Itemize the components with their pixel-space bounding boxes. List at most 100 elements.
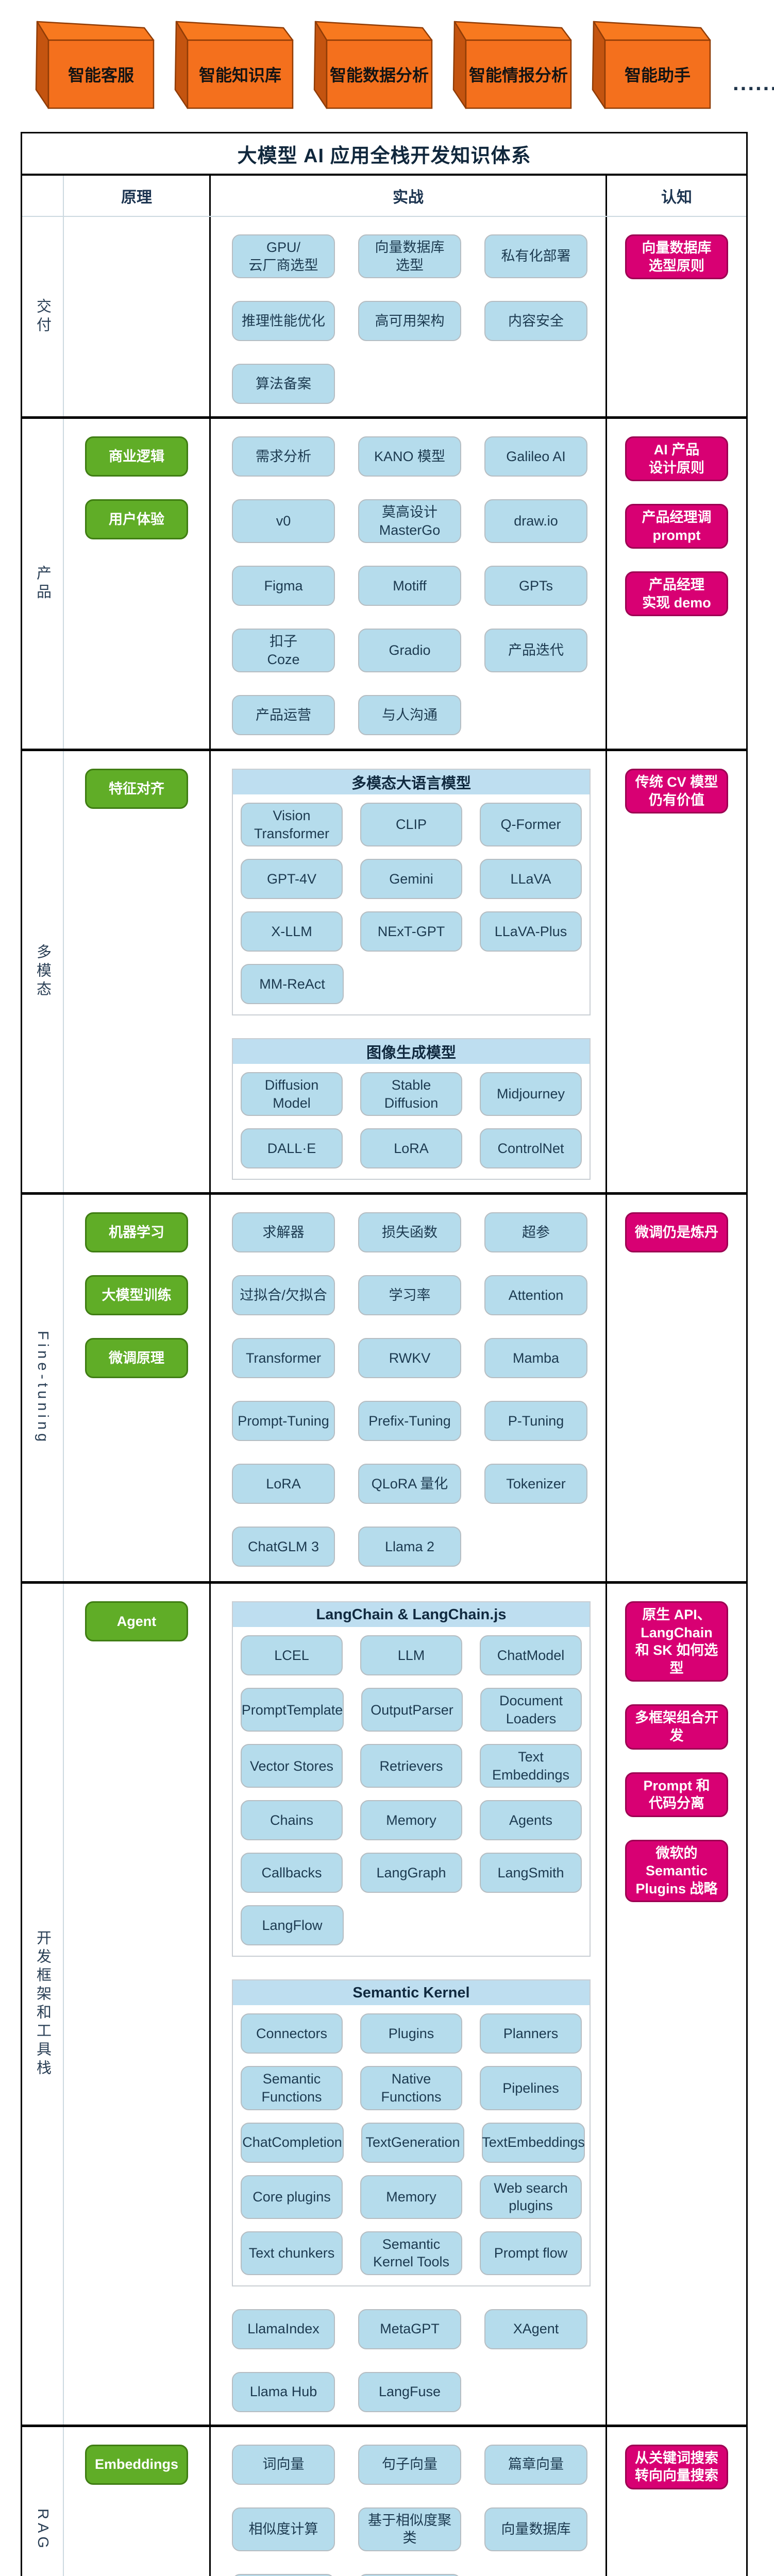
cognition-box: 产品经理 实现 demo [625,571,728,617]
box-row: 算法备案 [232,364,587,404]
practice-box: LLaVA-Plus [480,911,582,952]
practice-box: X-LLM [241,911,343,952]
box-row: MM-ReAct [241,964,582,1005]
app-box-label: 智能情报分析 [468,66,568,84]
practice-box: Web search plugins [480,2175,582,2219]
practice-box: 需求分析 [232,436,335,477]
practice-box: LangGraph [360,1853,462,1893]
practice-box: TextEmbeddings [482,2122,585,2163]
cognition-box: 传统 CV 模型 仍有价值 [625,769,728,814]
practice-box: 莫高设计 MasterGo [358,499,461,544]
practice-box: RWKV [358,1338,461,1379]
practice-box: MetaGPT [358,2309,461,2349]
row-category-rag: RAG [35,2508,51,2552]
app-box-label: 智能助手 [624,66,691,84]
principle-box: Embeddings [85,2444,188,2485]
practice-box: 与人沟通 [358,695,461,736]
practice-box: XAgent [484,2309,587,2349]
cognition-box: 产品经理调 prompt [625,504,728,549]
practice-box: Vision Transformer [241,803,343,847]
page-title: 大模型 AI 应用全栈开发知识体系 [22,133,746,176]
practice-box: 向量模型部署 [358,2573,461,2576]
practice-box: 句子向量 [358,2444,461,2485]
cognition-box: 微调仍是炼丹 [625,1212,728,1253]
practice-box: 向量化模型比 较 [232,2573,335,2576]
cognition-cell: 微调仍是炼丹 [607,1195,746,1581]
box-row: 相似度计算基于相似度聚 类向量数据库 [232,2507,587,2551]
principle-box: 大模型训练 [85,1275,188,1316]
table-body: 交付 GPU/ 云厂商选型向量数据库 选型私有化部署推理性能优化高可用架构内容安全… [22,217,746,2576]
practice-box: Connectors [241,2013,343,2054]
cognition-box: 向量数据库 选型原则 [625,234,728,280]
practice-box: 过拟合/欠拟合 [232,1275,335,1316]
category-cell: RAG [22,2427,64,2576]
practice-box: LangFlow [241,1905,344,1946]
practice-box: Mamba [484,1338,587,1379]
cognition-cell: 向量数据库 选型原则 [607,217,746,416]
group-title: 图像生成模型 [233,1039,590,1064]
cognition-box: 原生 API、 LangChain 和 SK 如何选型 [625,1601,728,1682]
practice-box: 向量数据库 [484,2507,587,2551]
practice-box: ControlNet [480,1128,582,1169]
app-box-label: 智能知识库 [198,66,281,84]
practice-box: Memory [360,1800,462,1841]
practice-box: Prefix-Tuning [358,1401,461,1442]
cognition-box: 多框架组合开发 [625,1704,728,1750]
ellipsis: ...... [733,71,774,95]
box-row: LangFlow [241,1905,582,1946]
principle-box: 机器学习 [85,1212,188,1253]
box-row: 向量化模型比 较 向量模型部署 [232,2573,587,2576]
practice-box: TextGeneration [361,2122,464,2163]
practice-box: P-Tuning [484,1401,587,1442]
practice-box: PromptTemplate [241,1688,344,1732]
principle-box: 商业逻辑 [85,436,188,477]
group-title: LangChain & LangChain.js [233,1602,590,1628]
app-boxes-row: 智能客服智能知识库智能数据分析智能情报分析智能助手 [0,0,774,112]
practice-box: LLM [360,1635,462,1676]
table-row-delivery: 交付 GPU/ 云厂商选型向量数据库 选型私有化部署推理性能优化高可用架构内容安全… [22,217,746,417]
cube-3d-icon [174,21,294,109]
app-box-label: 智能数据分析 [329,66,429,84]
box-row: Transformer RWKV Mamba [232,1338,587,1379]
practice-box: LoRA [360,1128,462,1169]
practice-box: Gradio [358,629,461,673]
practice-box: 向量数据库 选型 [358,234,461,279]
practice-box: Gemini [360,859,462,900]
category-cell: 交付 [22,217,64,417]
practice-box: Agents [480,1800,582,1841]
category-cell: 产品 [22,419,64,749]
practice-box: Llama 2 [358,1527,461,1567]
practice-box: Chains [241,1800,343,1841]
practice-box: GPTs [484,566,587,606]
practice-box: Transformer [232,1338,335,1379]
practice-box: Plugins [360,2013,462,2054]
practice-box: Core plugins [241,2175,343,2219]
practice-box: Stable Diffusion [360,1072,462,1116]
cube-3d-icon [592,21,711,109]
box-row: 推理性能优化高可用架构内容安全 [232,301,587,342]
practice-box: 词向量 [232,2444,335,2485]
practice-box: Motiff [358,566,461,606]
practice-cell: GPU/ 云厂商选型向量数据库 选型私有化部署推理性能优化高可用架构内容安全算法… [211,217,607,417]
practice-box: ChatGLM 3 [232,1527,335,1567]
practice-box: Midjourney [480,1072,582,1116]
